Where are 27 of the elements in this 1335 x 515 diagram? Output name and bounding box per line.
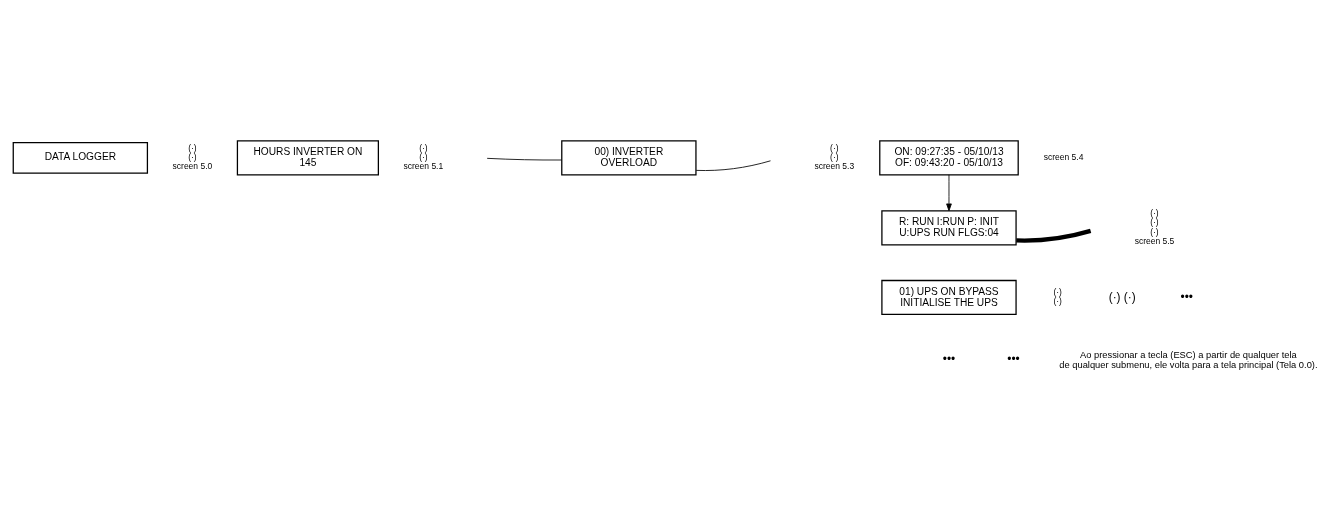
node-label: (·) xyxy=(1053,295,1062,306)
node-label: (·) xyxy=(1150,226,1159,237)
node-label: (·) xyxy=(1150,216,1159,227)
label: Ao pressionar a tecla (ESC) a partir de qualquer tela de qualquer submenu, ele volta para a tela principal (Tela 0.0). xyxy=(1059,349,1318,370)
node-box: DATA LOGGER xyxy=(12,141,149,174)
arrow xyxy=(946,173,952,211)
label: ••• xyxy=(1007,351,1020,366)
connector xyxy=(695,159,771,171)
node-label: (·) xyxy=(1053,286,1062,297)
node-box: 00) INVERTER OVERLOAD xyxy=(561,139,697,175)
label: ••• xyxy=(1180,289,1193,304)
node-label: (·) xyxy=(830,151,839,162)
node-box: ON: 09:27:35 - 05/10/13 OF: 09:43:20 - 05/10/13 xyxy=(879,139,1019,175)
node-label: (·) xyxy=(1150,207,1159,218)
node-box: R: RUN I:RUN P: INIT U:UPS RUN FLGS:04 xyxy=(881,209,1017,245)
node-label: (·) xyxy=(830,142,839,153)
node-box: 01) UPS ON BYPASS INITIALISE THE UPS xyxy=(881,279,1017,315)
node-label: (·) xyxy=(188,142,197,153)
node-label: (·) xyxy=(419,151,428,162)
node-box: HOURS INVERTER ON 145 xyxy=(236,139,379,175)
connector xyxy=(486,157,563,160)
node-label: screen 5.4 xyxy=(1043,151,1084,162)
node-label: (·) xyxy=(419,142,428,153)
node-label: (·) xyxy=(188,151,197,162)
label: ••• xyxy=(942,351,956,366)
connector xyxy=(1016,228,1092,243)
label: (·) (·) xyxy=(1108,289,1136,304)
